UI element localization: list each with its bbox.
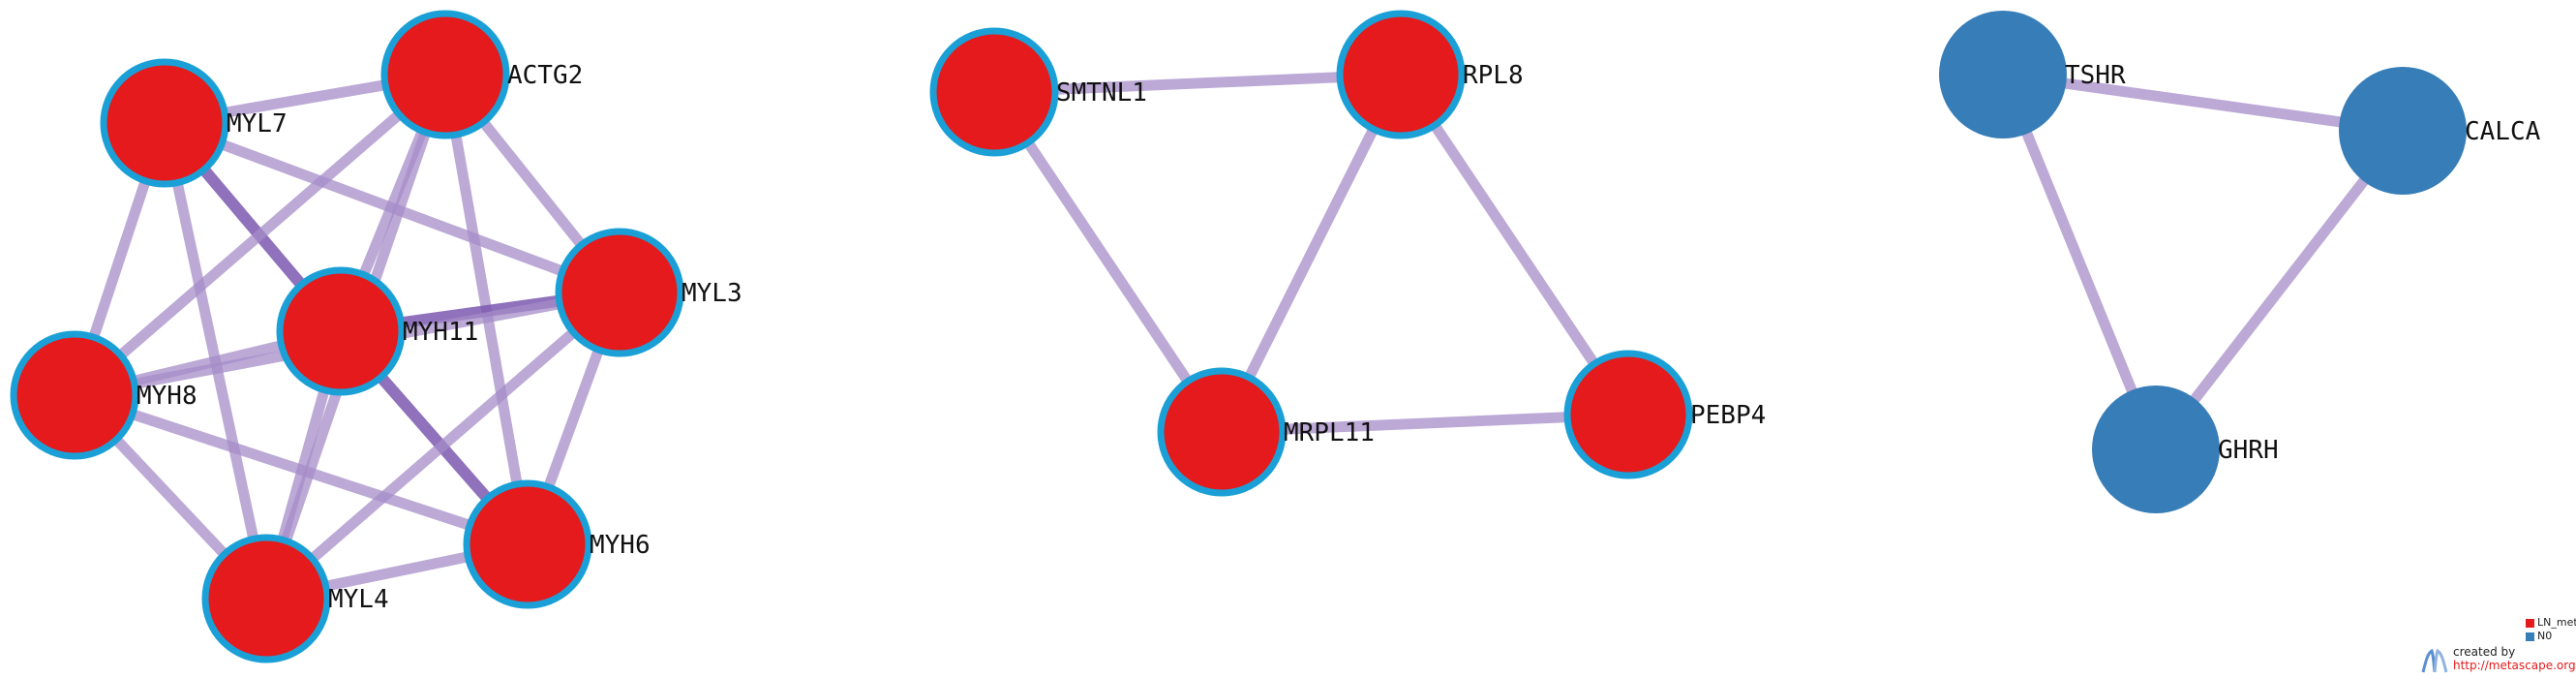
node-myh11[interactable]: MYH11 [276, 266, 478, 396]
legend-swatch-ln-meta [2526, 618, 2534, 628]
node-smtnl1[interactable]: SMTNL1 [929, 27, 1147, 157]
node-label: MYH8 [136, 382, 197, 411]
node-label: MYH6 [590, 531, 651, 560]
node-actg2[interactable]: ACTG2 [380, 10, 583, 139]
metascape-credit: created by http://metascape.org [2420, 639, 2576, 678]
legend-label-n0: N0 [2537, 630, 2553, 642]
edge-myh8-myh6 [73, 389, 530, 550]
legend-label-ln-meta: LN_meta [2537, 616, 2576, 629]
node-ghrh[interactable]: GHRH [2092, 385, 2279, 513]
node-pebp4[interactable]: PEBP4 [1563, 350, 1766, 479]
node-label: PEBP4 [1690, 401, 1766, 430]
node-myl3[interactable]: MYL3 [555, 228, 742, 357]
node-calca[interactable]: CALCA [2339, 67, 2541, 195]
node-myh8[interactable]: MYH8 [10, 330, 197, 460]
node-label: CALCA [2465, 117, 2541, 146]
edge-rpl8-pebp4 [1396, 71, 1633, 418]
edge-calca-ghrh [2151, 127, 2408, 453]
node-tshr[interactable]: TSHR [1939, 11, 2126, 139]
node-circle[interactable] [1563, 350, 1693, 479]
node-label: TSHR [2065, 61, 2126, 90]
node-circle[interactable] [10, 330, 139, 460]
node-circle[interactable] [2339, 67, 2467, 195]
edge-myl3-myl4 [262, 288, 623, 603]
node-circle[interactable] [1157, 367, 1287, 497]
edge-tshr-calca [2002, 69, 2404, 137]
node-label: MYH11 [403, 318, 478, 347]
node-label: MRPL11 [1284, 418, 1375, 447]
legend-item-n0: N0 [2526, 630, 2576, 643]
node-label: SMTNL1 [1056, 78, 1147, 108]
node-circle[interactable] [1336, 10, 1466, 139]
edge-rpl8-mrpl11 [1217, 72, 1406, 435]
metascape-logo-icon [2421, 648, 2448, 673]
node-circle[interactable] [1939, 11, 2067, 139]
node-circle[interactable] [380, 10, 510, 139]
node-label: GHRH [2218, 436, 2279, 465]
node-label: MYL7 [227, 109, 288, 139]
node-circle[interactable] [276, 266, 406, 396]
credit-link[interactable]: http://metascape.org [2453, 659, 2576, 672]
node-circle[interactable] [2092, 385, 2220, 513]
node-label: RPL8 [1463, 61, 1524, 90]
edge-smtnl1-rpl8 [993, 69, 1402, 98]
legend-swatch-n0 [2526, 632, 2534, 641]
node-myl4[interactable]: MYL4 [201, 534, 389, 663]
node-myl7[interactable]: MYL7 [100, 58, 288, 188]
legend: LN_meta N0 [2526, 616, 2576, 643]
node-circle[interactable] [929, 27, 1059, 157]
credit-text: created by http://metascape.org [2453, 645, 2576, 672]
edge-actg2-myh8 [71, 70, 449, 400]
node-myh6[interactable]: MYH6 [463, 479, 651, 609]
edge-tshr-ghrh [1997, 72, 2162, 452]
node-circle[interactable] [100, 58, 229, 188]
node-circle[interactable] [555, 228, 684, 357]
node-circle[interactable] [463, 479, 592, 609]
node-label: ACTG2 [507, 61, 583, 90]
node-circle[interactable] [201, 534, 331, 663]
credit-line: created by [2453, 645, 2516, 659]
edge-smtnl1-mrpl11 [989, 88, 1227, 436]
legend-item-ln-meta: LN_meta [2526, 616, 2576, 630]
node-rpl8[interactable]: RPL8 [1336, 10, 1524, 139]
node-mrpl11[interactable]: MRPL11 [1157, 367, 1375, 497]
edge-mrpl11-pebp4 [1221, 409, 1629, 438]
node-label: MYL4 [328, 585, 389, 614]
node-label: MYL3 [682, 279, 742, 308]
